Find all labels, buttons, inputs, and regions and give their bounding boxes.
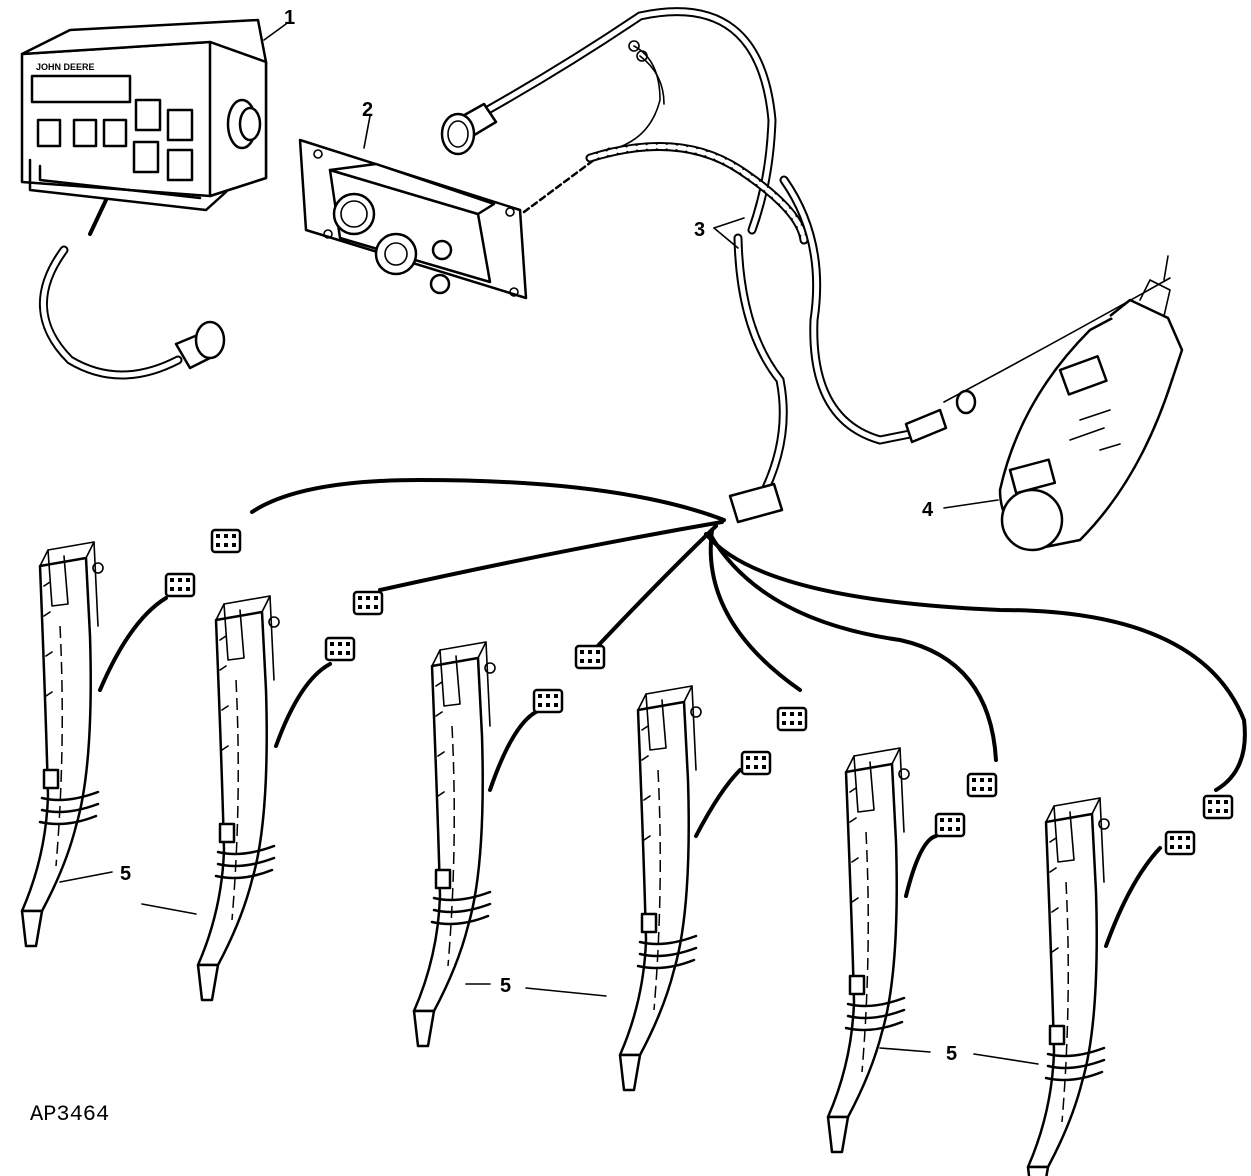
- display-brand: JOHN DEERE: [36, 62, 95, 72]
- callout-5-right: 5: [946, 1043, 957, 1065]
- wiring-harness: [250, 7, 1247, 792]
- callout-1: 1: [284, 7, 295, 29]
- callout-3: 3: [694, 219, 705, 241]
- junction-panel: [298, 138, 528, 300]
- monitor: JOHN DEERE: [20, 18, 268, 380]
- callout-4: 4: [922, 499, 934, 521]
- callout-2: 2: [362, 99, 373, 121]
- callout-5-center: 5: [500, 975, 511, 997]
- radar-sensor: [904, 255, 1184, 552]
- callout-5-left: 5: [120, 863, 131, 885]
- figure-id: AP3464: [30, 1102, 109, 1127]
- seed-tube-sensors: [20, 528, 1234, 1176]
- callout-leaders: [59, 23, 1039, 1065]
